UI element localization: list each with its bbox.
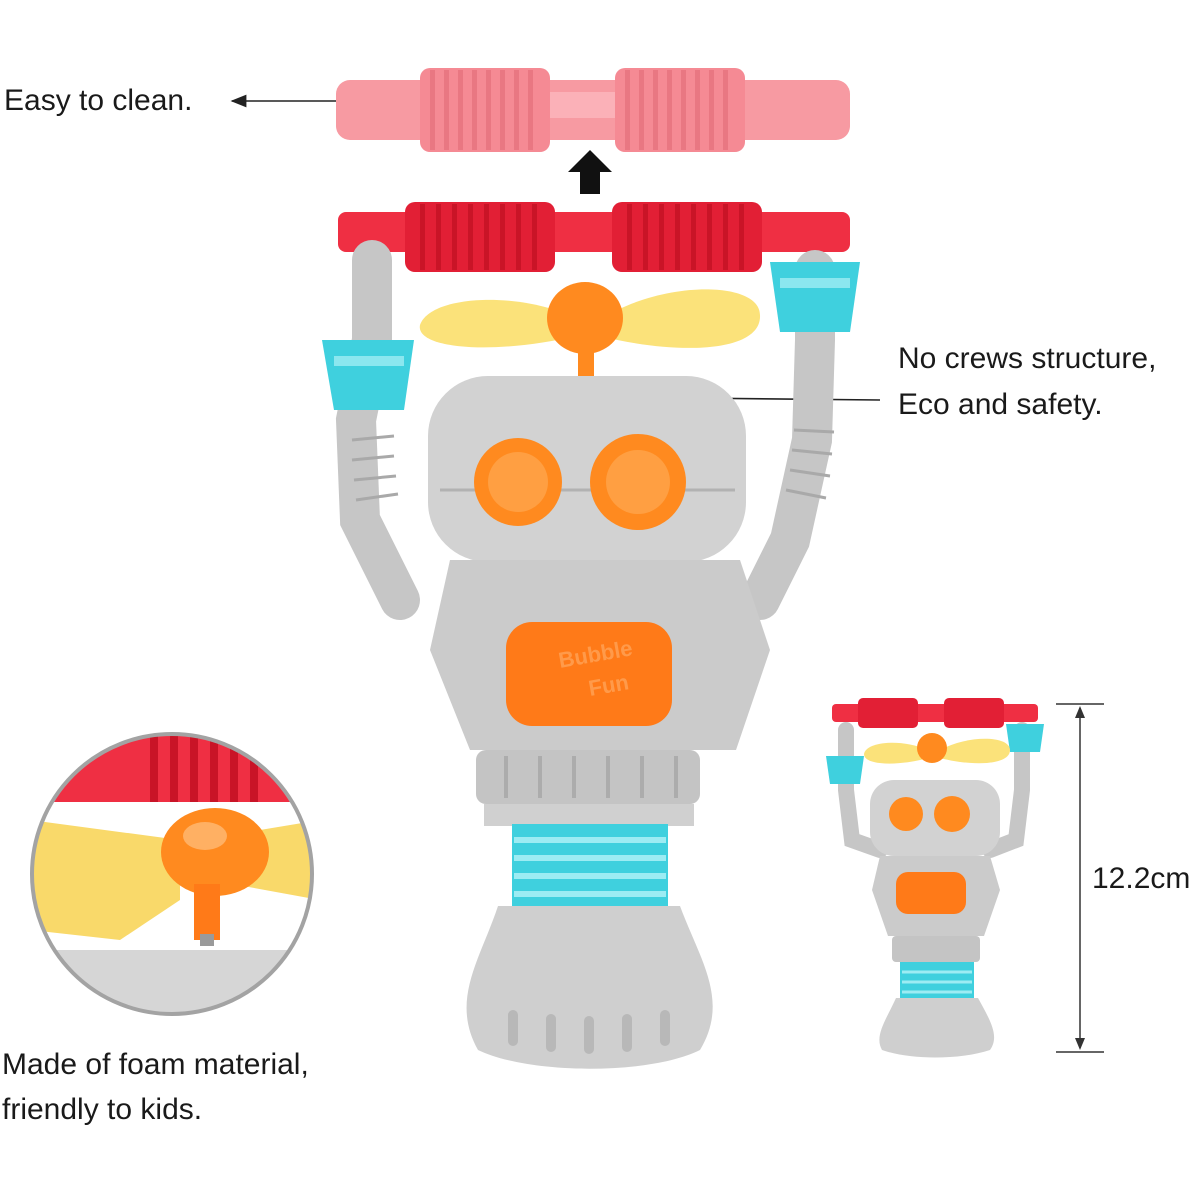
arrow-up-icon: [568, 150, 612, 194]
label-no-screws-line2: Eco and safety.: [898, 388, 1103, 421]
label-no-screws-line1: No crews structure,: [898, 342, 1157, 375]
height-dimension: [1056, 703, 1104, 1053]
label-foam-line1: Made of foam material,: [2, 1048, 309, 1081]
gear-plate-detached: [336, 68, 850, 152]
label-easy-to-clean: Easy to clean.: [4, 84, 193, 117]
label-foam-line2: friendly to kids.: [2, 1093, 203, 1126]
robot-main: Bubble Fun: [322, 202, 860, 1069]
zoom-detail-circle: [30, 732, 314, 1016]
label-height: 12.2cm: [1092, 862, 1191, 895]
robot-small: [826, 698, 1044, 1058]
